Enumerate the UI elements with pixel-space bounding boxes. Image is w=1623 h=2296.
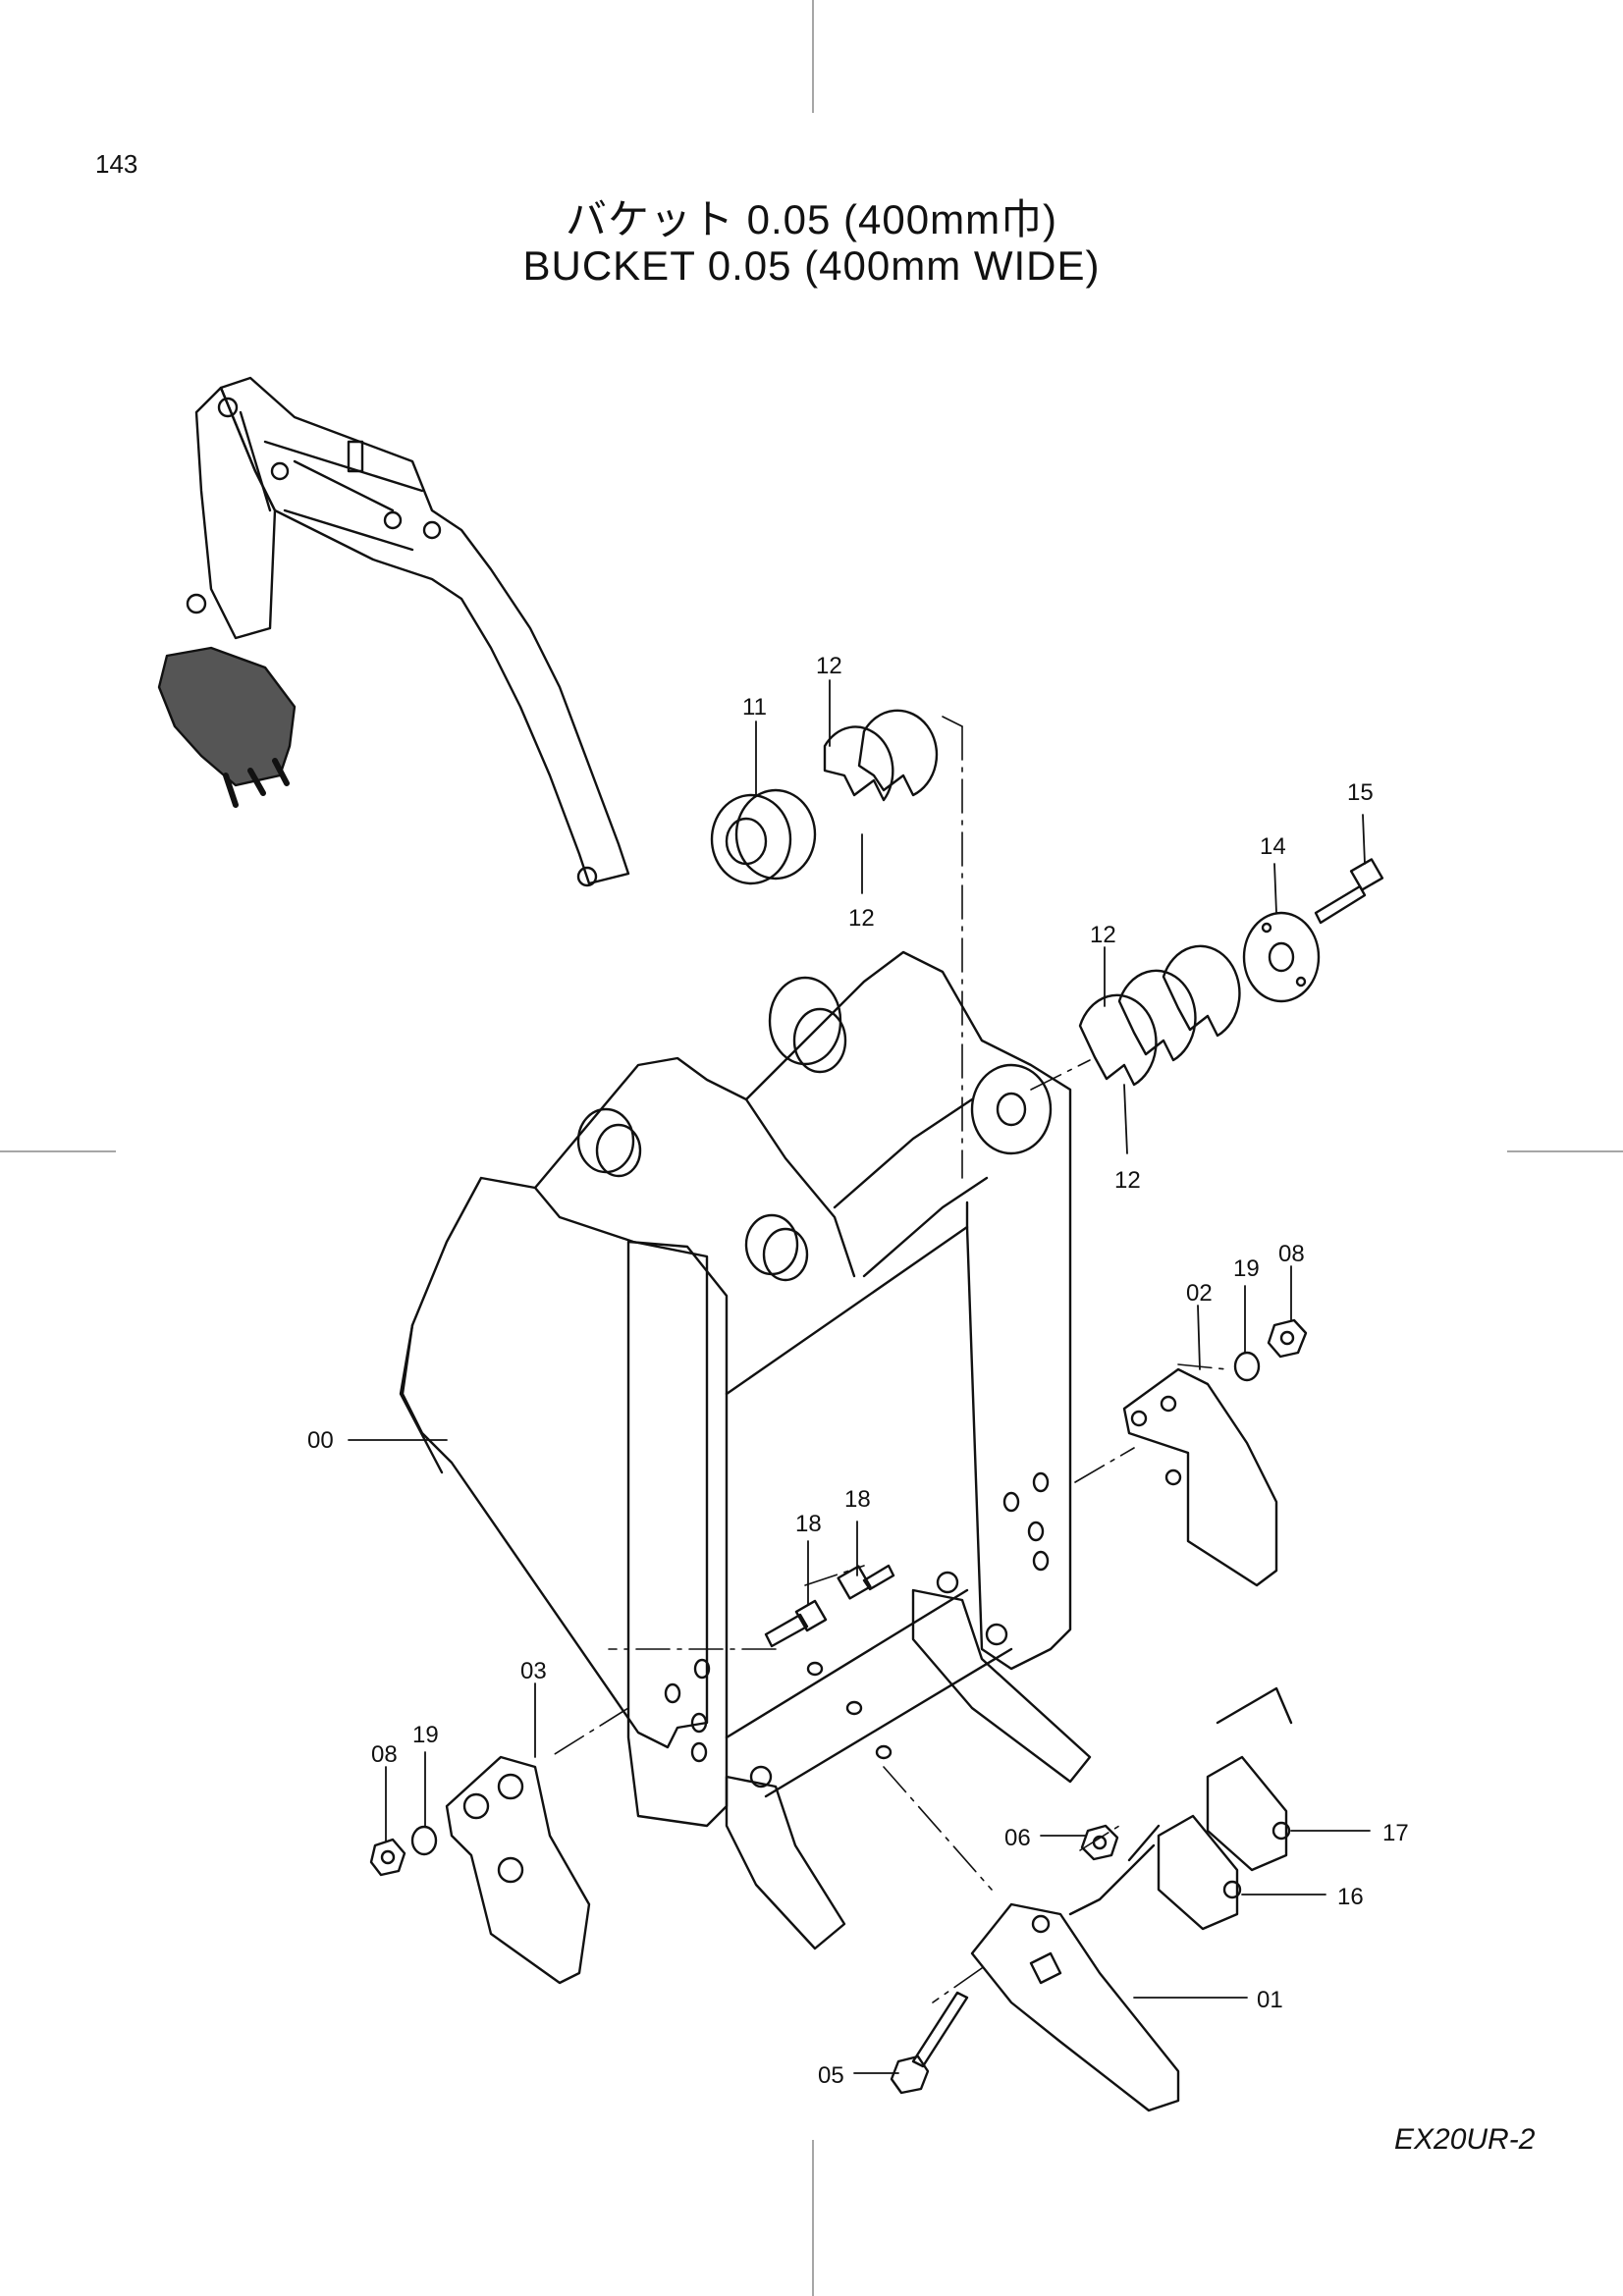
label-part-01: 01 — [1257, 1987, 1283, 2013]
label-part-19-left: 19 — [412, 1722, 439, 1748]
label-part-05: 05 — [818, 2062, 844, 2089]
part-15-bolt — [1314, 858, 1384, 925]
label-part-11: 11 — [742, 694, 767, 721]
excavator-arm-inset — [157, 376, 630, 887]
part-11-bushing — [710, 788, 817, 885]
part-16-17-pins — [1068, 1686, 1293, 1931]
bucket-body — [399, 950, 1072, 1828]
part-19-08-left — [369, 1825, 438, 1877]
label-part-15: 15 — [1347, 779, 1374, 806]
part-02-side-cutter — [1122, 1367, 1278, 1587]
label-part-00: 00 — [307, 1427, 334, 1454]
part-12-shims-right — [1078, 944, 1241, 1087]
part-05-bolt — [890, 1991, 969, 2095]
part-14-plate — [1242, 911, 1321, 1003]
part-06-nut — [1080, 1824, 1119, 1861]
label-part-16: 16 — [1337, 1884, 1364, 1910]
label-part-12-mid: 12 — [848, 905, 875, 932]
label-part-12-right-bottom: 12 — [1114, 1167, 1141, 1194]
label-part-12-right-top: 12 — [1090, 922, 1116, 948]
title-english: BUCKET 0.05 (400mm WIDE) — [522, 242, 1101, 289]
part-03-side-cutter — [445, 1755, 591, 1985]
page-number: 143 — [95, 149, 138, 179]
part-12-shims-upper — [823, 709, 939, 802]
part-19-08-right — [1233, 1318, 1308, 1382]
part-18-bolts — [764, 1564, 895, 1648]
part-01-tooth — [970, 1902, 1180, 2112]
label-part-18-left: 18 — [795, 1511, 822, 1537]
leader-lines — [348, 679, 1371, 2074]
model-code: EX20UR-2 — [1394, 2123, 1536, 2156]
label-part-06: 06 — [1004, 1825, 1031, 1851]
label-part-12-top: 12 — [816, 653, 842, 679]
label-part-08-left: 08 — [371, 1741, 398, 1768]
label-part-14: 14 — [1260, 833, 1286, 860]
label-part-17: 17 — [1382, 1820, 1409, 1846]
label-part-08-right: 08 — [1278, 1241, 1305, 1267]
label-part-02: 02 — [1186, 1280, 1213, 1307]
label-part-19-right: 19 — [1233, 1255, 1260, 1282]
label-part-18-right: 18 — [844, 1486, 871, 1513]
center-lines — [549, 716, 1228, 2003]
title-japanese: バケット 0.05 (400mm巾) — [565, 196, 1058, 242]
part-labels: 00 01 02 03 05 06 08 08 11 12 12 12 12 1… — [307, 653, 1409, 2089]
label-part-03: 03 — [520, 1658, 547, 1684]
bucket-teeth — [725, 1571, 1092, 1950]
